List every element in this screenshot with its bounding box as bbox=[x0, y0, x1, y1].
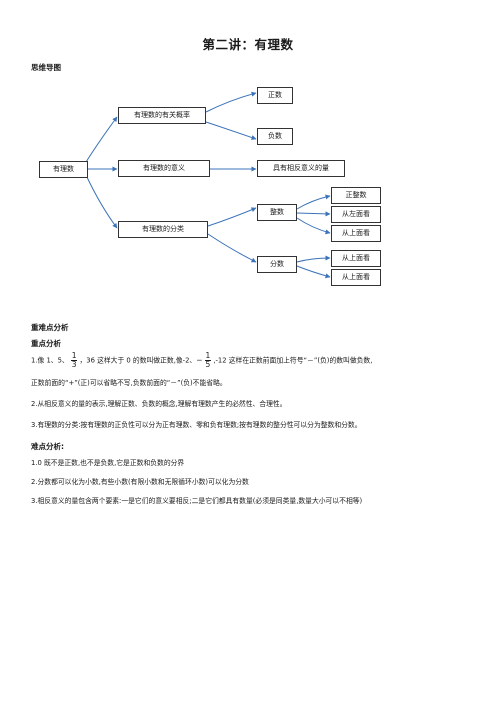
focus-heading: 重难点分析 bbox=[31, 323, 69, 332]
connector-branch3-integer bbox=[207, 207, 257, 227]
page-title: 第二讲：有理数 bbox=[202, 37, 294, 52]
difficulty-heading: 难点分析: bbox=[31, 442, 64, 451]
connector-fraction-c1 bbox=[296, 255, 331, 263]
mindmap-branch3: 有理数的分类 bbox=[118, 221, 208, 238]
mindmap-fraction: 分数 bbox=[257, 256, 297, 273]
mindmap-branch2: 有理数的意义 bbox=[118, 160, 210, 177]
key-point-3: 3.有理数的分类:按有理数的正负性可以分为正有理数、零和负有理数;按有理数的整分… bbox=[31, 421, 362, 429]
mindmap-root: 有理数 bbox=[39, 161, 88, 178]
connector-branch3-fraction bbox=[207, 233, 257, 263]
connector-branch1-negative bbox=[205, 121, 257, 140]
mindmap-fraction-child: 从上面看 bbox=[331, 269, 381, 286]
connector-integer-c1 bbox=[296, 194, 331, 210]
connector-root-branch3 bbox=[85, 174, 118, 229]
key-point-2: 2.从相反意义的量的表示,理解正数、负数的概念,理解有理数产生的必然性、合理性。 bbox=[31, 400, 287, 408]
mind-map: 有理数 有理数的有关概率 正数 负数 有理数的意义 具有相反意义的量 有理数的分… bbox=[0, 0, 496, 300]
connector-root-branch1 bbox=[85, 116, 118, 163]
difficulty-point-2: 2.分数都可以化为小数,有些小数(有限小数和无限循环小数)可以化为分数 bbox=[31, 478, 249, 486]
mindmap-fraction-child: 从上面看 bbox=[331, 250, 381, 267]
mindmap-integer-child: 从左面看 bbox=[331, 206, 381, 223]
key-points-heading: 重点分析 bbox=[31, 339, 61, 348]
mindmap-negative: 负数 bbox=[257, 128, 293, 145]
mindmap-heading: 思维导图 bbox=[31, 63, 61, 72]
difficulty-point-3: 3.相反意义的量包含两个要素:一是它们的意义要相反;二是它们都具有数量(必须是同… bbox=[31, 497, 363, 505]
mindmap-integer-child: 正整数 bbox=[331, 187, 381, 204]
connector-integer-c2 bbox=[296, 211, 331, 217]
mindmap-opposite-quantity: 具有相反意义的量 bbox=[257, 160, 345, 177]
connector-fraction-c2 bbox=[296, 265, 331, 279]
mind-map-connectors bbox=[85, 91, 331, 279]
key-point-1-cont: 正数前面的“+”(正)可以省略不写,负数前面的“－”(负)不能省略。 bbox=[31, 379, 227, 387]
connector-branch1-positive bbox=[205, 91, 257, 113]
connector-integer-c3 bbox=[296, 217, 331, 235]
mindmap-positive: 正数 bbox=[257, 87, 293, 104]
mindmap-integer-child: 从上面看 bbox=[331, 225, 381, 242]
mindmap-branch1: 有理数的有关概率 bbox=[118, 107, 206, 124]
mindmap-integer: 整数 bbox=[257, 204, 297, 221]
difficulty-point-1: 1.0 既不是正数,也不是负数,它是正数和负数的分界 bbox=[31, 459, 185, 467]
